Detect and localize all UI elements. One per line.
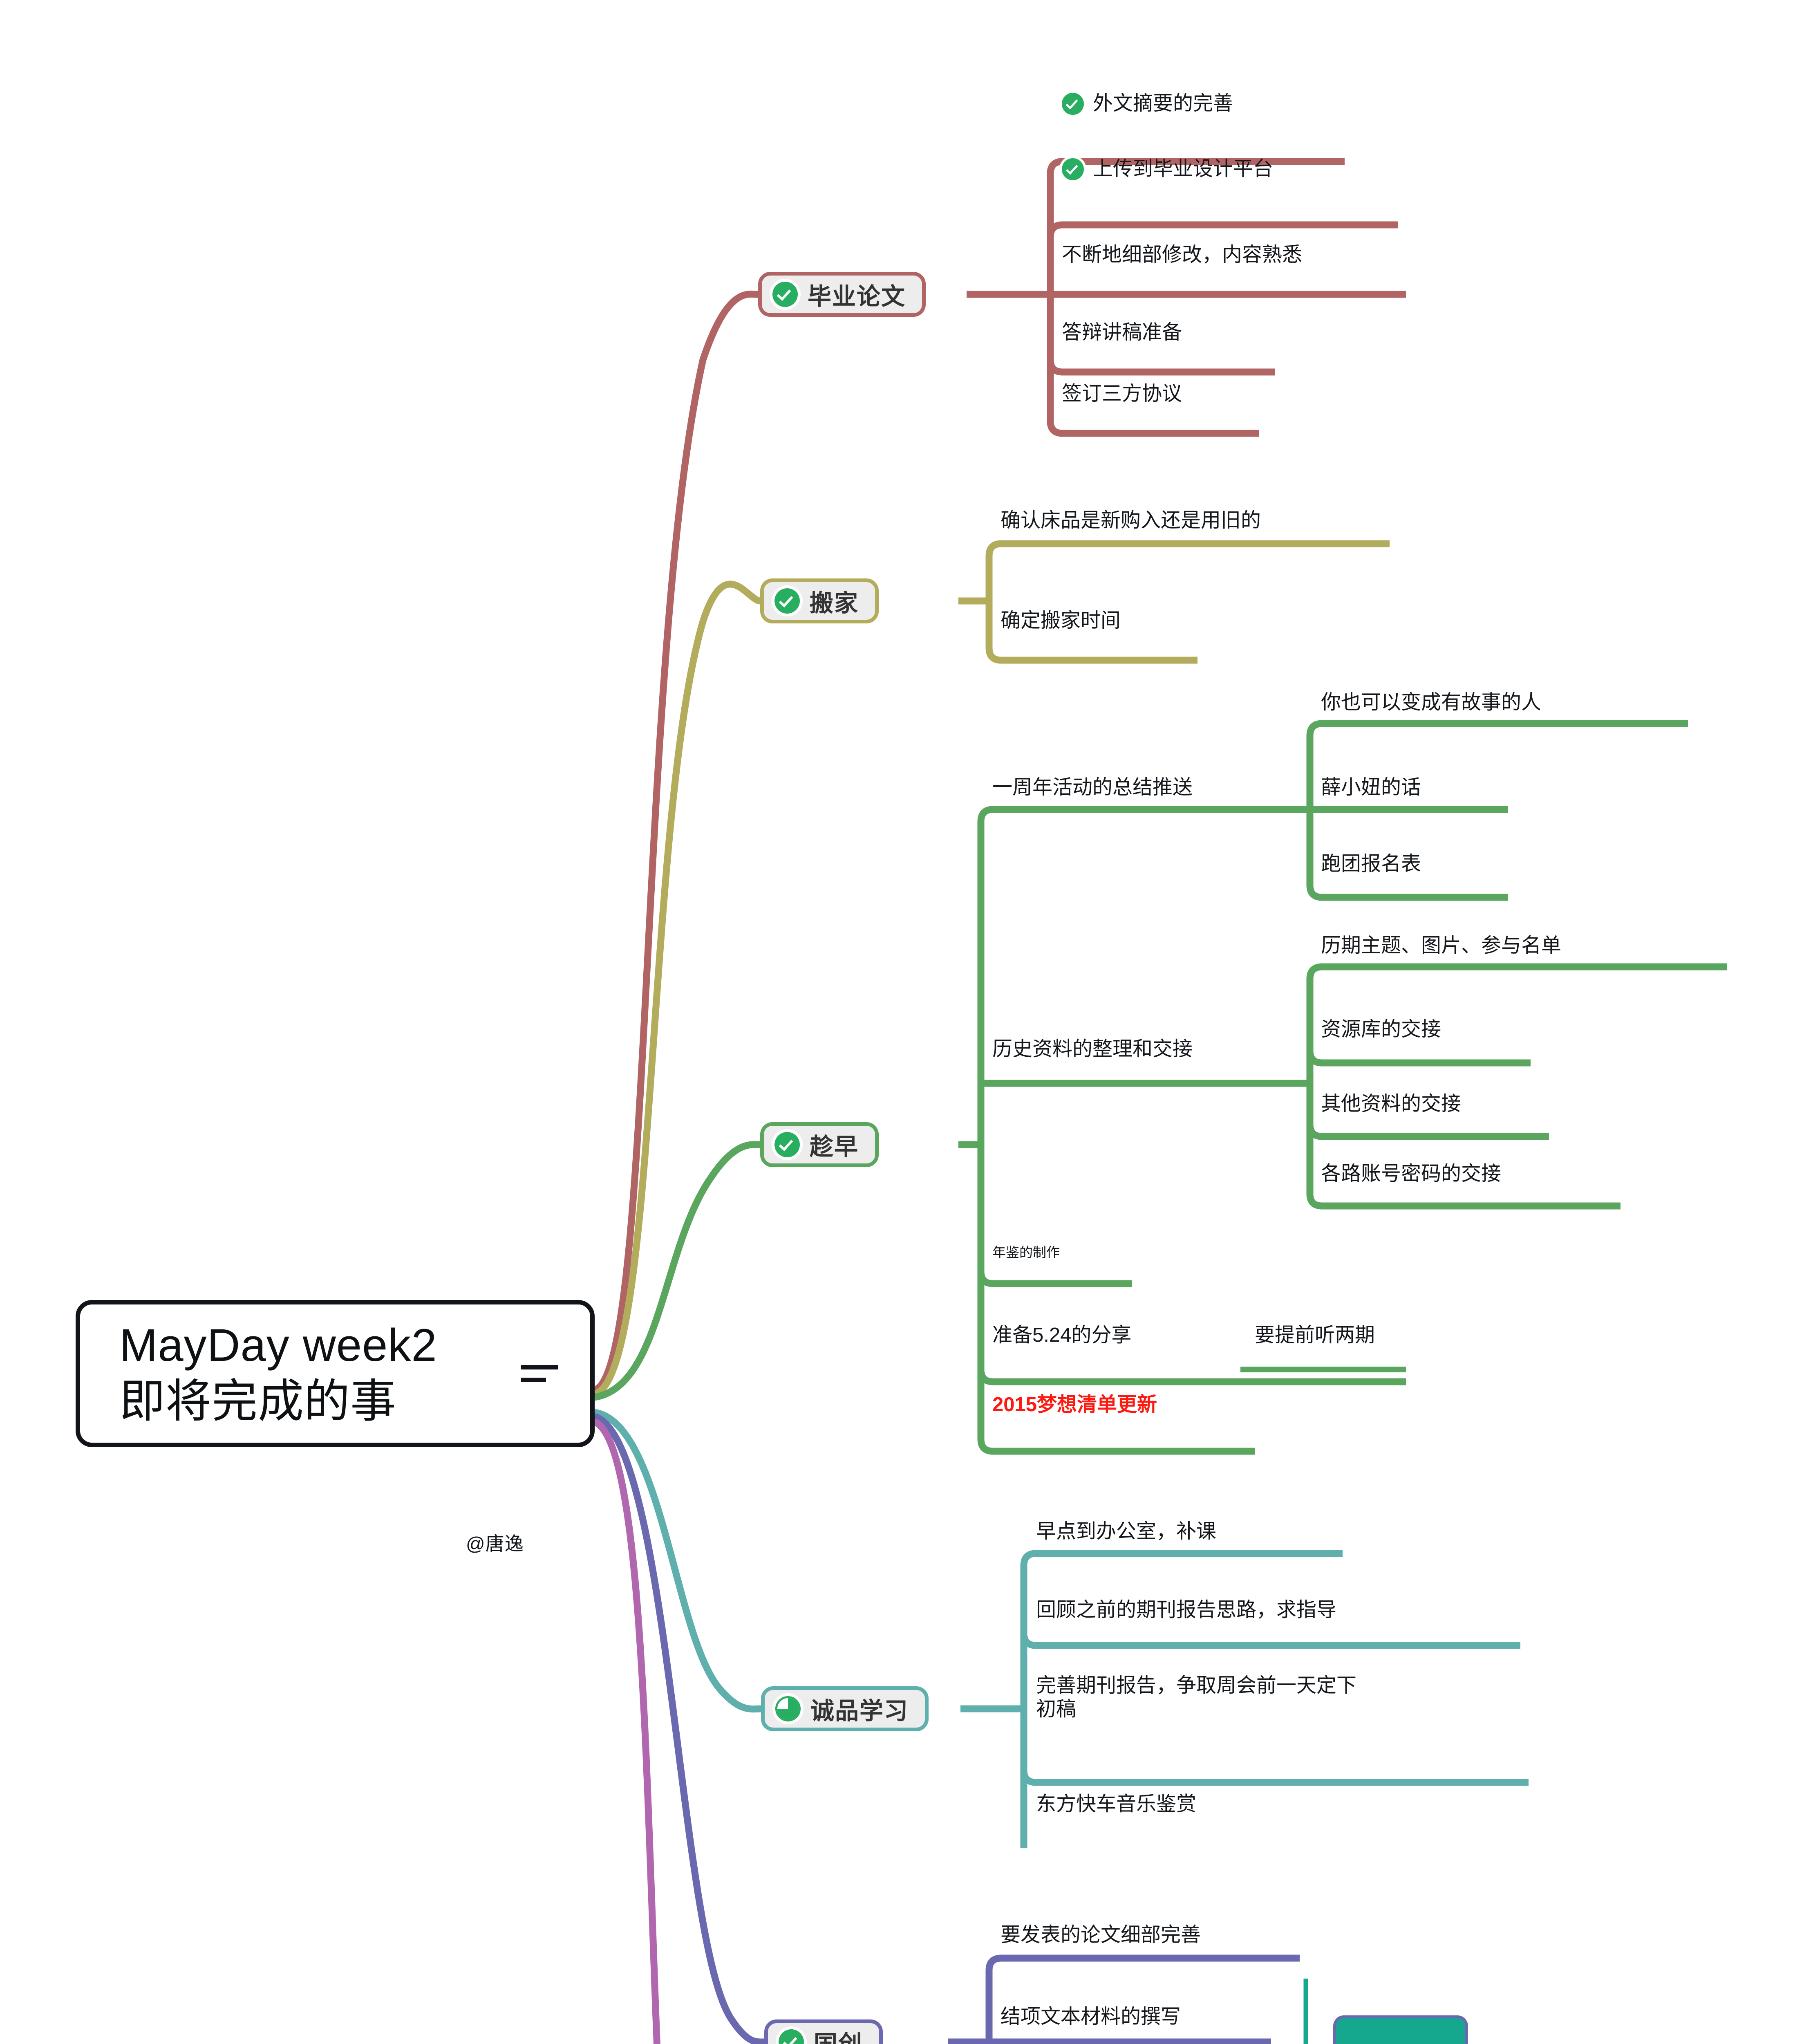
subtopic[interactable]: 年鉴的制作 <box>992 1245 1060 1260</box>
subtopic[interactable]: 确定搬家时间 <box>1001 610 1121 632</box>
subtopic[interactable]: 历期主题、图片、参与名单 <box>1321 935 1562 957</box>
boundary-label-text: week3 <box>1368 2042 1433 2044</box>
subtopic[interactable]: 你也可以变成有故事的人 <box>1321 691 1542 713</box>
subtopic[interactable]: 准备5.24的分享 <box>992 1324 1132 1346</box>
subtopic[interactable]: 结项文本材料的撰写 <box>1001 2006 1181 2028</box>
central-topic[interactable]: MayDay week2 即将完成的事 <box>76 1300 595 1447</box>
subtopic[interactable]: 要提前听两期 <box>1255 1324 1375 1346</box>
subtopic[interactable]: 完善期刊报告，争取周会前一天定下 初稿 <box>1036 1674 1357 1720</box>
status-done-icon <box>772 282 798 307</box>
subtopic[interactable]: 上传到毕业设计平台 <box>1062 157 1273 181</box>
status-done-icon <box>1062 92 1084 115</box>
subtopic-label: 外文摘要的完善 <box>1093 92 1233 114</box>
status-done-icon <box>774 1132 800 1157</box>
subtopic[interactable]: 答辩讲稿准备 <box>1062 321 1182 343</box>
subtopic[interactable]: 早点到办公室，补课 <box>1036 1520 1217 1542</box>
subtopic[interactable]: 不断地细部修改，内容熟悉 <box>1062 244 1303 266</box>
author-label: @唐逸 <box>466 1533 524 1554</box>
main-topic-guochuang[interactable]: 国创 <box>764 2019 883 2044</box>
boundary-label-week3[interactable]: week3 <box>1333 2015 1468 2044</box>
subtopic[interactable]: 其他资料的交接 <box>1321 1093 1462 1115</box>
subtopic[interactable]: 2015梦想清单更新 <box>992 1394 1157 1416</box>
main-topic-label: 趁早 <box>810 1134 859 1160</box>
status-done-icon <box>1062 158 1084 180</box>
main-topic-label: 国创 <box>814 2025 863 2044</box>
hamburger-icon[interactable] <box>521 1357 558 1390</box>
status-done-icon <box>779 2029 804 2044</box>
subtopic[interactable]: 签订三方协议 <box>1062 383 1182 405</box>
main-topic-label: 诚品学习 <box>810 1698 909 1724</box>
central-topic-title: MayDay week2 即将完成的事 <box>119 1320 437 1427</box>
subtopic[interactable]: 要发表的论文细部完善 <box>1001 1924 1201 1946</box>
status-quarter-icon <box>775 1696 801 1721</box>
subtopic[interactable]: 资源库的交接 <box>1321 1018 1441 1040</box>
main-topic-chengpinxuexi[interactable]: 诚品学习 <box>761 1686 929 1731</box>
subtopic[interactable]: 历史资料的整理和交接 <box>992 1038 1193 1060</box>
subtopic[interactable]: 各路账号密码的交接 <box>1321 1163 1502 1185</box>
subtopic[interactable]: 薛小妞的话 <box>1321 776 1421 798</box>
subtopic[interactable]: 东方快车音乐鉴赏 <box>1036 1793 1197 1815</box>
subtopic[interactable]: 回顾之前的期刊报告思路，求指导 <box>1036 1599 1337 1621</box>
main-topic-chenzao[interactable]: 趁早 <box>760 1122 879 1167</box>
subtopic-label: 上传到毕业设计平台 <box>1093 158 1274 180</box>
subtopic[interactable]: 跑团报名表 <box>1321 853 1421 875</box>
main-topic-label: 毕业论文 <box>808 283 906 310</box>
subtopic[interactable]: 一周年活动的总结推送 <box>992 776 1193 798</box>
status-done-icon <box>774 588 800 614</box>
subtopic[interactable]: 外文摘要的完善 <box>1062 92 1233 116</box>
main-topic-label: 搬家 <box>810 590 859 616</box>
subtopic[interactable]: 确认床品是新购入还是用旧的 <box>1001 509 1261 531</box>
main-topic-biyelunwen[interactable]: 毕业论文 <box>758 272 926 317</box>
main-topic-banjia[interactable]: 搬家 <box>760 578 879 623</box>
